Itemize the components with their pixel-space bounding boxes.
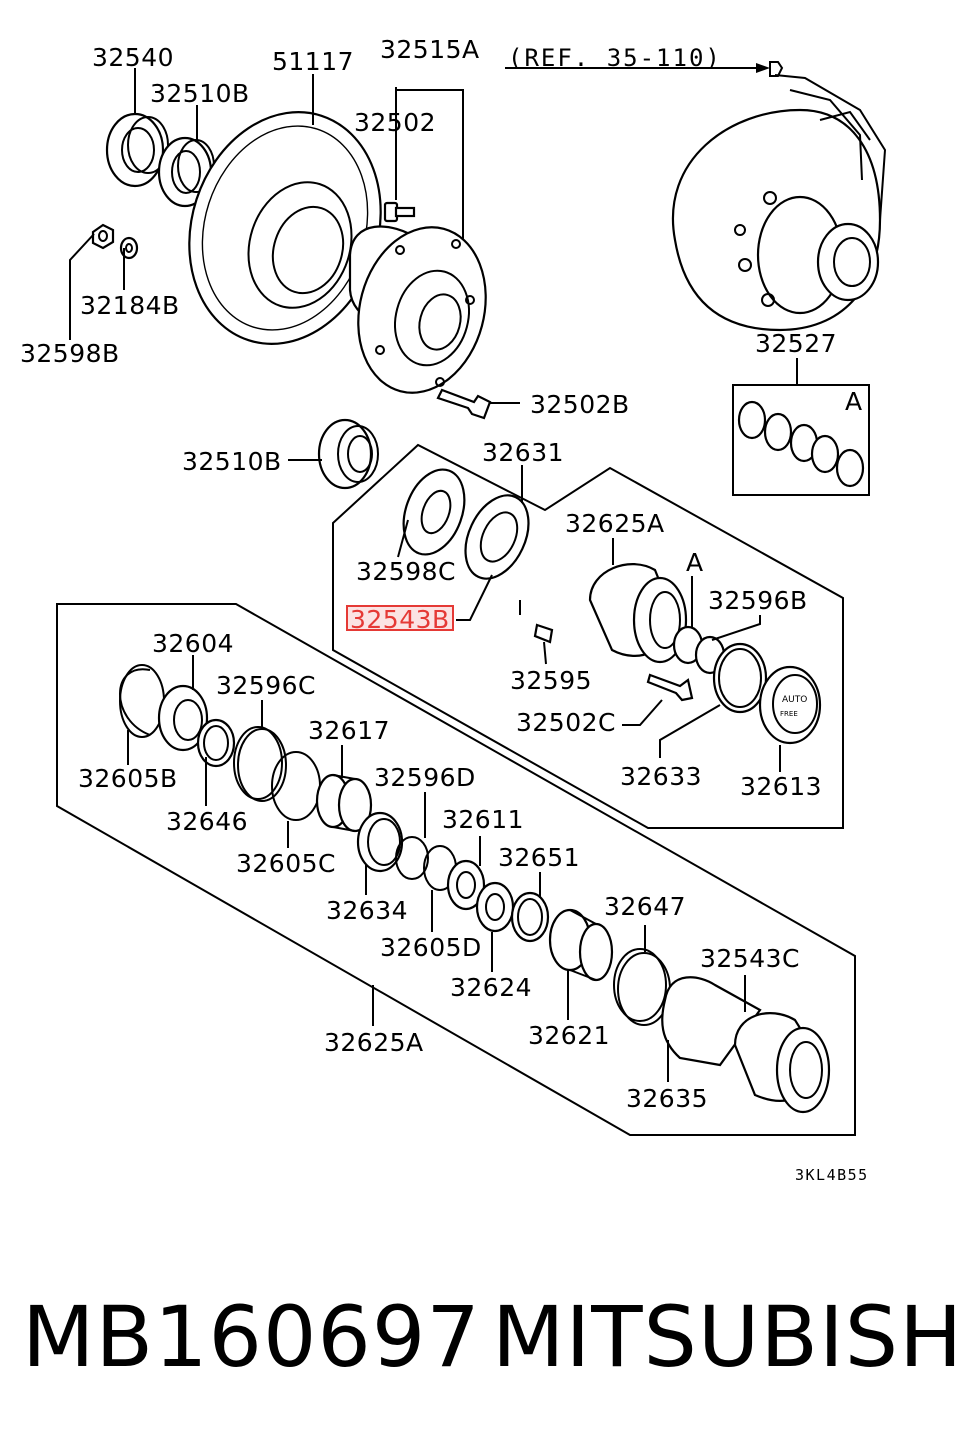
- box-32527: A: [732, 384, 870, 496]
- bolt-32502B: [436, 388, 492, 420]
- gear-32604: [157, 684, 209, 752]
- part-label-l32617: 32617: [308, 716, 390, 745]
- part-label-l32596C: 32596C: [216, 671, 316, 700]
- part-label-code: 3KL4B55: [795, 1166, 869, 1184]
- part-label-l32646: 32646: [166, 807, 248, 836]
- part-label-l32543C: 32543C: [700, 944, 800, 973]
- part-label-l32631: 32631: [482, 438, 564, 467]
- bearing-32510B-inner: [317, 418, 379, 490]
- hub-32543C: [733, 1012, 831, 1114]
- washer-32543B: [464, 494, 530, 580]
- gear-32621: [548, 908, 614, 982]
- o-ring-32633: [712, 642, 768, 714]
- part-label-group-a: A: [686, 548, 704, 577]
- svg-text:AUTO: AUTO: [782, 695, 807, 705]
- footer: MB160697 MITSUBISHI: [0, 1288, 960, 1398]
- ring-32634: [356, 811, 404, 873]
- part-label-l32502C: 32502C: [516, 708, 616, 737]
- ring-32646: [196, 718, 236, 768]
- part-label-l32595: 32595: [510, 666, 592, 695]
- part-label-l32625A-a: 32625A: [565, 509, 665, 538]
- highlighted-part-label: 32543B: [350, 605, 450, 634]
- brake-disc-51117: [188, 111, 382, 345]
- snap-ring-32605B: [119, 664, 165, 738]
- part-label-l51117: 51117: [272, 47, 354, 76]
- part-label-l32598C: 32598C: [356, 557, 456, 586]
- plate-32611: [446, 859, 486, 911]
- part-label-l32633: 32633: [620, 762, 702, 791]
- part-label-l32596D: 32596D: [374, 763, 476, 792]
- part-label-l32527: 32527: [755, 329, 837, 358]
- part-label-l32604: 32604: [152, 629, 234, 658]
- ring-32596D: [395, 836, 429, 880]
- snap-ring-32605C: [271, 751, 321, 821]
- part-label-l32540: 32540: [92, 43, 174, 72]
- plate-32624: [475, 881, 515, 933]
- part-label-l32635: 32635: [626, 1084, 708, 1113]
- hub-body-32625A: [588, 563, 688, 664]
- bearing-32510B-outer: [157, 136, 215, 208]
- washer-32598C: [402, 468, 466, 556]
- cap-32613: AUTO FREE: [758, 665, 822, 745]
- nut-32184B: [91, 223, 115, 250]
- part-label-l32596B: 32596B: [708, 586, 808, 615]
- gear-32617: [315, 773, 373, 833]
- callout-labels: 32540 32510B 51117 32515A 32502 32184B 3…: [20, 35, 869, 1184]
- part-label-l32624: 32624: [450, 973, 532, 1002]
- part-label-l32605B: 32605B: [78, 764, 178, 793]
- part-label-l32605C: 32605C: [236, 849, 336, 878]
- part-label-ref: (REF. 35-110): [508, 44, 722, 72]
- part-label-l32625A-b: 32625A: [324, 1028, 424, 1057]
- part-label-l32621: 32621: [528, 1021, 610, 1050]
- part-label-l32510B-b: 32510B: [182, 447, 282, 476]
- hub-32515A: [348, 225, 487, 394]
- part-label-l32611: 32611: [442, 805, 524, 834]
- part-label-l32605D: 32605D: [380, 933, 482, 962]
- part-label-l32510B-a: 32510B: [150, 79, 250, 108]
- part-label-l32647: 32647: [604, 892, 686, 921]
- middle-group-outline: [332, 443, 844, 829]
- bearing-32540: [105, 112, 169, 188]
- part-label-l32502: 32502: [354, 108, 436, 137]
- svg-text:A: A: [845, 387, 863, 416]
- part-label-l32184B: 32184B: [80, 291, 180, 320]
- bolt-32502: [383, 201, 416, 223]
- screw-32595: [519, 600, 554, 644]
- parts-diagram: A AUTO: [20, 35, 887, 1184]
- brand-name: MITSUBISHI: [492, 1288, 960, 1386]
- part-label-l32502B: 32502B: [530, 390, 630, 419]
- ring-32651: [510, 891, 550, 943]
- svg-text:FREE: FREE: [780, 710, 798, 718]
- part-number: MB160697: [22, 1288, 481, 1386]
- bottom-group-outline: [56, 603, 856, 1136]
- bolt-32502C: [646, 673, 694, 702]
- part-label-l32651: 32651: [498, 843, 580, 872]
- snap-ring-32596B: [672, 625, 726, 675]
- part-label-l32634: 32634: [326, 896, 408, 925]
- assembled-view: [672, 61, 887, 332]
- part-label-l32613: 32613: [740, 772, 822, 801]
- part-label-l32515A: 32515A: [380, 35, 480, 64]
- part-label-l32598B: 32598B: [20, 339, 120, 368]
- leader-lines: [69, 63, 798, 1082]
